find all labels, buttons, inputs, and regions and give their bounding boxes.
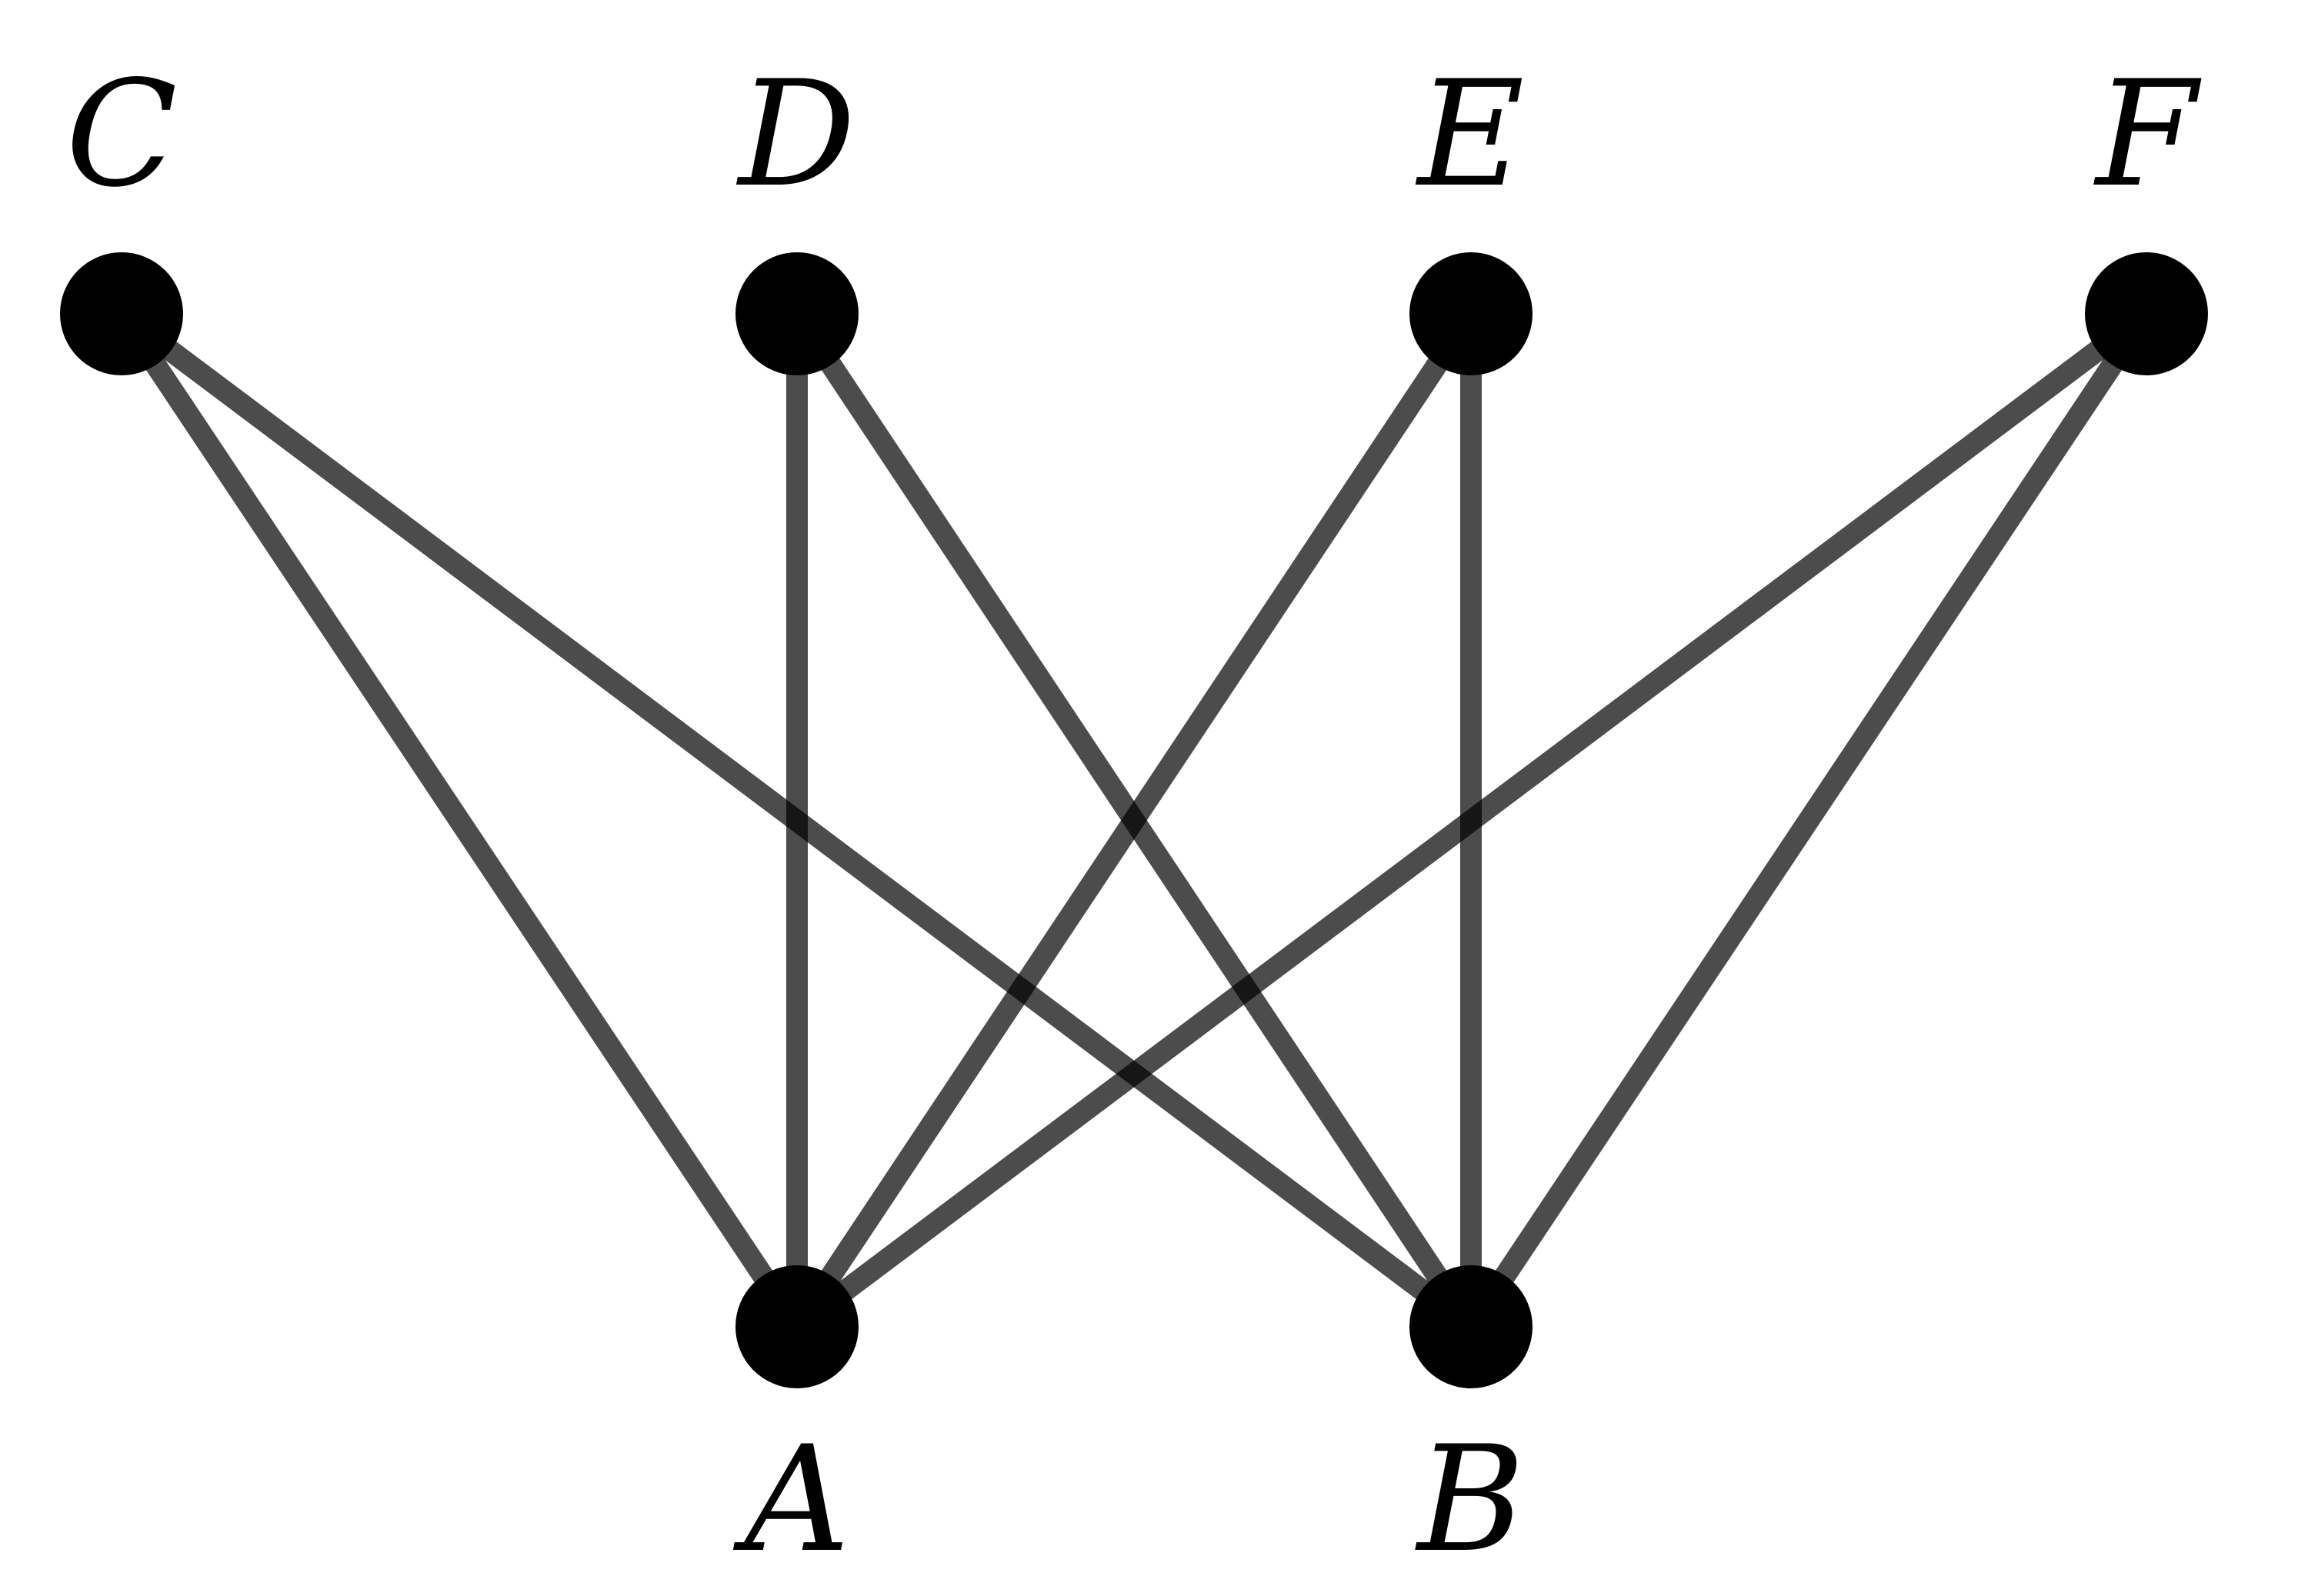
node-c xyxy=(60,252,183,375)
edge-layer xyxy=(112,305,2156,1336)
node-label-c: C xyxy=(65,49,177,219)
edge-e-a xyxy=(788,308,1480,1333)
edge-f-a xyxy=(790,305,2153,1336)
node-f xyxy=(2085,252,2208,375)
node-e xyxy=(1409,252,1533,375)
node-label-a: A xyxy=(732,1414,849,1584)
edge-c-a xyxy=(112,308,806,1333)
node-layer xyxy=(60,252,2208,1388)
node-label-f: F xyxy=(2093,49,2202,219)
node-label-e: E xyxy=(1416,49,1525,219)
label-layer: C D E F A B xyxy=(65,49,2202,1584)
node-label-d: D xyxy=(736,49,855,219)
edge-f-b xyxy=(1462,308,2156,1333)
node-b xyxy=(1409,1265,1533,1388)
node-label-b: B xyxy=(1415,1414,1525,1584)
node-d xyxy=(735,252,859,375)
node-a xyxy=(735,1265,859,1388)
